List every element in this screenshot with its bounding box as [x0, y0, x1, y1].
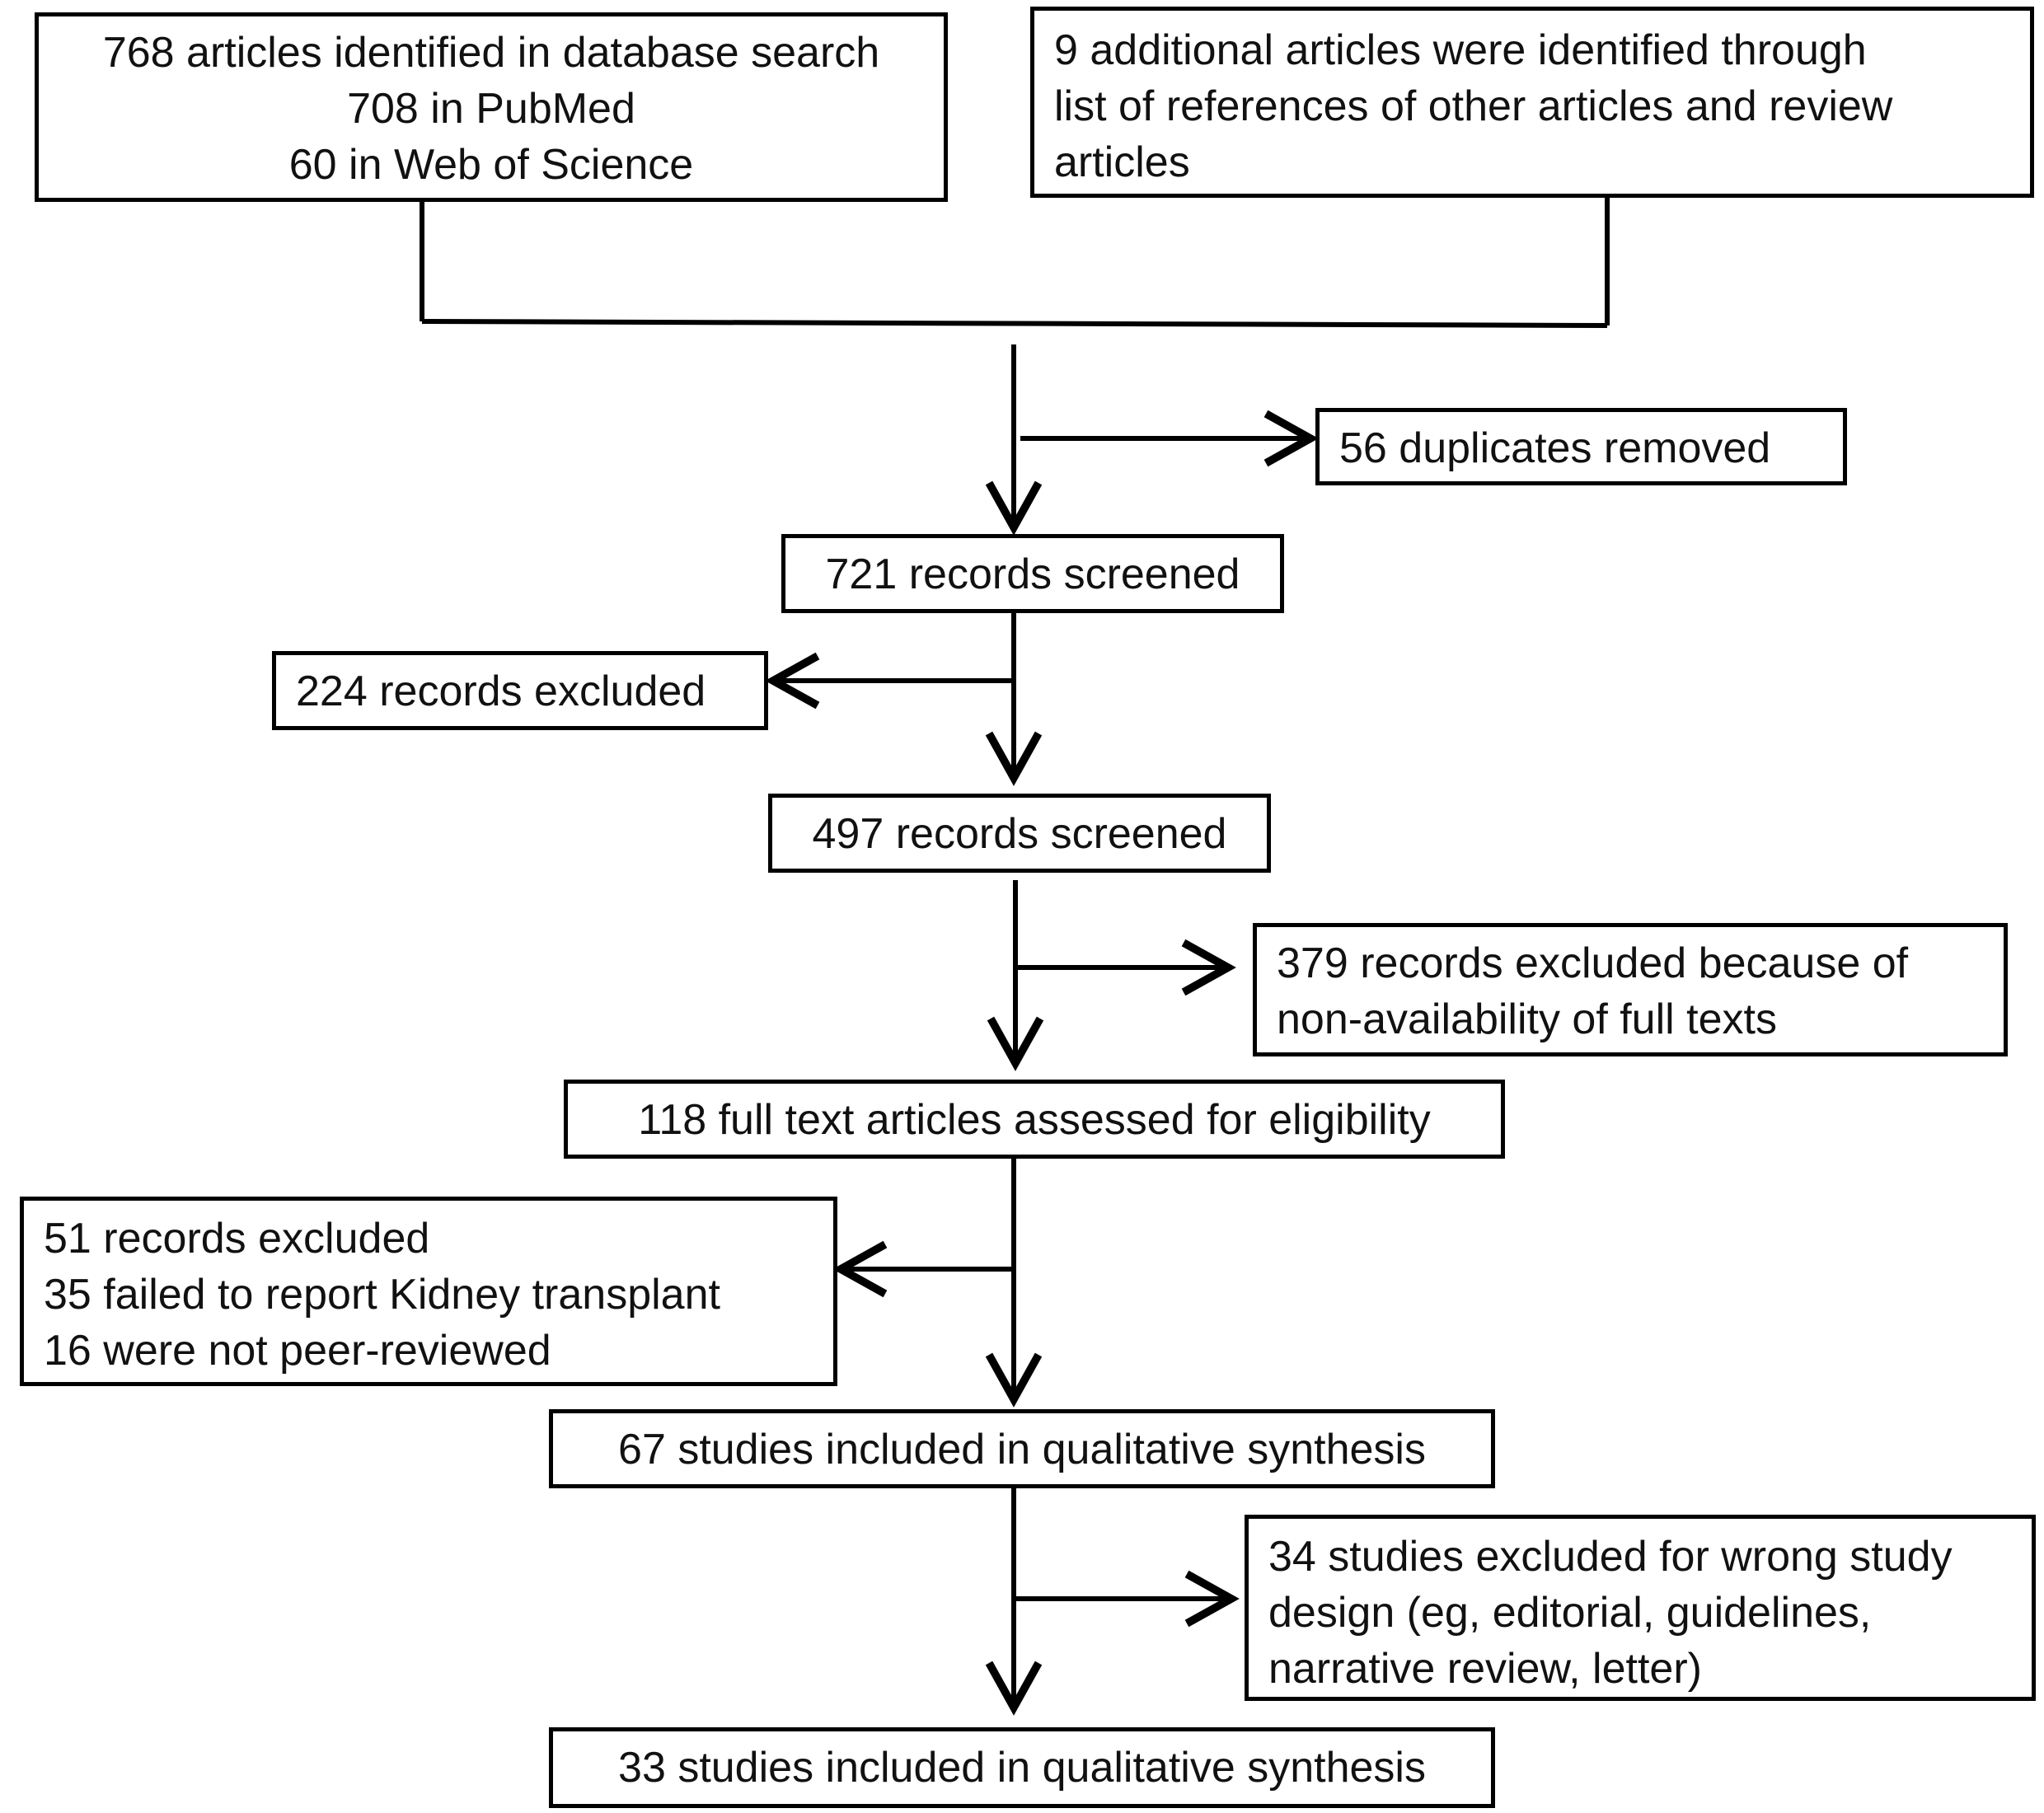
records-screened-497-box: 497 records screened — [768, 794, 1271, 873]
excluded-34-line-3: narrative review, letter) — [1268, 1645, 1702, 1693]
db-search-line-2: 708 in PubMed — [347, 85, 635, 133]
additional-line-1: 9 additional articles were identified th… — [1054, 26, 1867, 74]
db-search-line-1: 768 articles identified in database sear… — [102, 29, 880, 77]
screened-721-line-1: 721 records screened — [825, 550, 1240, 598]
records-excluded-379-box: 379 records excluded because of non-avai… — [1253, 923, 2008, 1056]
studies-excluded-34-box: 34 studies excluded for wrong study desi… — [1245, 1515, 2036, 1701]
duplicates-removed-box: 56 duplicates removed — [1315, 408, 1847, 485]
excluded-51-line-3: 16 were not peer-reviewed — [44, 1327, 551, 1375]
additional-line-2: list of references of other articles and… — [1054, 82, 1893, 130]
excluded-379-line-2: non-availability of full texts — [1277, 996, 1777, 1043]
db-search-box: 768 articles identified in database sear… — [35, 12, 948, 202]
additional-articles-box: 9 additional articles were identified th… — [1030, 7, 2034, 198]
excluded-51-line-1: 51 records excluded — [44, 1215, 430, 1263]
screened-497-line-1: 497 records screened — [812, 810, 1227, 858]
included-67-line-1: 67 studies included in qualitative synth… — [618, 1426, 1426, 1473]
records-excluded-224-box: 224 records excluded — [272, 651, 768, 730]
included-33-line-1: 33 studies included in qualitative synth… — [618, 1744, 1426, 1792]
connector-merge — [421, 319, 1608, 328]
fulltext-118-line-1: 118 full text articles assessed for elig… — [638, 1096, 1431, 1144]
excluded-379-line-1: 379 records excluded because of — [1277, 939, 1909, 987]
fulltext-assessed-118-box: 118 full text articles assessed for elig… — [564, 1080, 1505, 1159]
excluded-34-line-2: design (eg, editorial, guidelines, — [1268, 1589, 1872, 1637]
db-search-line-3: 60 in Web of Science — [288, 141, 694, 189]
excluded-34-line-1: 34 studies excluded for wrong study — [1268, 1533, 1953, 1581]
duplicates-line-1: 56 duplicates removed — [1339, 424, 1771, 472]
additional-line-3: articles — [1054, 138, 1190, 186]
excluded-51-line-2: 35 failed to report Kidney transplant — [44, 1271, 720, 1319]
studies-included-33-box: 33 studies included in qualitative synth… — [549, 1727, 1495, 1808]
records-screened-721-box: 721 records screened — [781, 534, 1284, 613]
studies-included-67-box: 67 studies included in qualitative synth… — [549, 1409, 1495, 1488]
excluded-224-line-1: 224 records excluded — [296, 668, 706, 715]
records-excluded-51-box: 51 records excluded 35 failed to report … — [20, 1197, 837, 1386]
